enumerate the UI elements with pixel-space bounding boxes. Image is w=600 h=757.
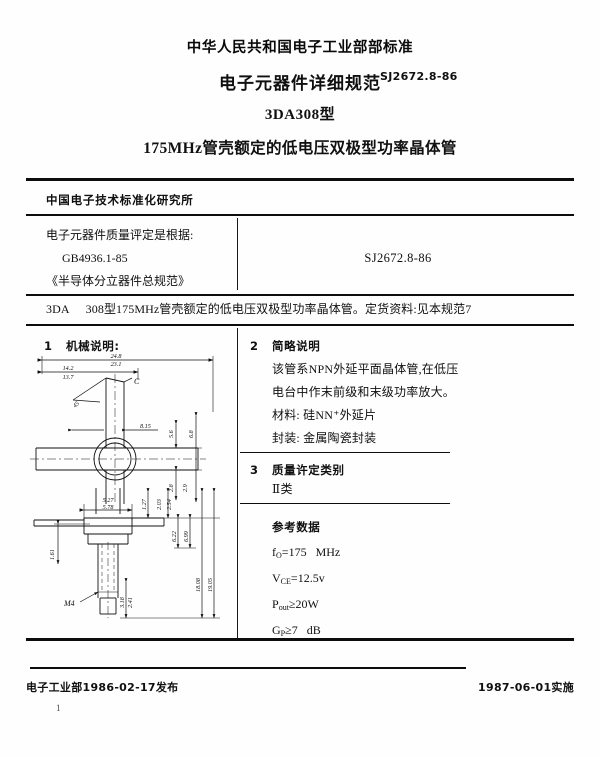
body-bottom-divider	[26, 638, 574, 641]
param-symbol: f	[272, 545, 276, 559]
section-2-line: 材料: 硅NN⁺外延片	[272, 408, 377, 422]
basis-line-3: 《半导体分立器件总规范》	[46, 274, 191, 288]
model-designation: 3DA308型	[264, 107, 336, 123]
body-column-divider	[237, 328, 238, 640]
dim-top-inner-2: 13.7	[63, 374, 75, 381]
param-relation: =	[290, 571, 298, 585]
page-number: 1	[56, 703, 61, 713]
spec-title: 电子元器件详细规范	[219, 74, 381, 93]
param-subscript: CE	[280, 577, 291, 586]
section-2-divider	[240, 452, 450, 453]
dim-bottom-1: 3.18	[119, 596, 126, 609]
dim-right-lower-2: 2.9	[182, 484, 189, 492]
dim-stud-mid-2: 2.54	[166, 499, 173, 510]
section-3-value: Ⅱ类	[272, 482, 293, 496]
section-2-body: 该管系NPN外延平面晶体管,在低压 电台中作末前级和末级功率放大。 材料: 硅N…	[272, 358, 562, 450]
document-header: 中华人民共和国电子工业部部标准 电子元器件详细规范 3DA308型 175MHz…	[0, 36, 600, 158]
dim-overall-height-1: 18.08	[195, 577, 202, 592]
description-divider	[26, 324, 574, 326]
basis-line-1: 电子元器件质量评定是根据:	[46, 228, 194, 242]
dim-top-width-2: 23.1	[111, 361, 122, 368]
standard-number: SJ2672.8-86	[380, 70, 458, 83]
param-unit: MHz	[315, 545, 341, 559]
dim-bottom-2: 2.41	[127, 597, 134, 608]
param-relation: =	[281, 545, 289, 559]
param-relation: ≥	[288, 597, 296, 611]
section-1-title: 机械说明:	[66, 339, 120, 353]
footer-divider	[30, 667, 466, 669]
param-value: 175	[288, 545, 307, 559]
section-3-heading: 3 质量许定类别	[250, 462, 345, 478]
dim-right-upper-1: 5.6	[168, 429, 175, 438]
reference-data-title: 参考数据	[272, 520, 321, 534]
section-3-number: 3	[250, 463, 259, 477]
section-2-heading: 2 简略说明	[250, 338, 320, 354]
section-1-heading: 1 机械说明:	[44, 338, 120, 354]
basis-standard-code: SJ2672.8-86	[364, 250, 432, 265]
institute-divider	[26, 214, 574, 216]
footer-effective-date: 1987-06-01实施	[478, 681, 574, 694]
drawing-dimension-labels: 24.8 23.1 14.2 13.7 45 C 8.15 5.6 6.8 2.…	[49, 353, 214, 609]
spec-subtitle: 175MHz管壳额定的低电压双极型功率晶体管	[143, 140, 457, 157]
reference-data-item: Pout≥20W	[272, 592, 340, 618]
section-3-title: 质量许定类别	[272, 463, 345, 477]
reference-data-item: GP≥7 dB	[272, 618, 340, 644]
dim-top-inner-1: 14.2	[63, 365, 74, 372]
label-thread-m4: M4	[63, 599, 75, 608]
dim-left: 1.61	[49, 549, 56, 560]
dim-flange-width-2: 5.78	[103, 504, 115, 511]
reference-data-item: fO=175 MHz	[272, 540, 340, 566]
basis-text-block: 电子元器件质量评定是根据: GB4936.1-85 《半导体分立器件总规范》	[46, 224, 231, 293]
param-value: 12.5v	[297, 571, 325, 585]
dim-overall-height-2: 19.05	[207, 578, 214, 592]
reference-data-item: VCE=12.5v	[272, 566, 340, 592]
mechanical-drawing: 24.8 23.1 14.2 13.7 45 C 8.15 5.6 6.8 2.…	[28, 352, 233, 630]
section-1-number: 1	[44, 339, 53, 353]
label-terminal-c: C	[134, 377, 140, 386]
param-value: 20W	[295, 597, 319, 611]
header-divider	[26, 178, 574, 181]
param-relation: ≥	[285, 623, 292, 637]
section-2-line: 电台中作末前级和末级功率放大。	[272, 385, 456, 399]
dim-stud-mid-1: 2.03	[156, 499, 163, 510]
institute-name: 中国电子技术标准化研究所	[46, 193, 194, 207]
dim-body-height-2: 6.99	[183, 531, 190, 542]
section-2-number: 2	[250, 339, 259, 353]
basis-bottom-divider	[26, 294, 574, 296]
footer-issue-date: 电子工业部1986-02-17发布	[26, 681, 179, 694]
param-subscript: P	[280, 629, 286, 638]
param-subscript: O	[276, 551, 282, 560]
basis-table-divider	[237, 218, 238, 290]
product-description: 3DA 308型175MHz管壳额定的低电压双极型功率晶体管。定货资料:见本规范7	[46, 300, 471, 317]
dim-flange-width-1: 5.27	[103, 497, 115, 504]
ministry-title: 中华人民共和国电子工业部部标准	[186, 40, 414, 56]
description-rest: 308型175MHz管壳额定的低电压双极型功率晶体管。定货资料:见本规范7	[85, 302, 472, 316]
dim-right-upper-2: 6.8	[188, 429, 195, 438]
dim-right-lower-1: 2.8	[168, 483, 175, 492]
param-unit: dB	[306, 623, 321, 637]
basis-line-2: GB4936.1-85	[62, 251, 128, 265]
section-3-divider	[240, 503, 450, 504]
param-symbol: P	[272, 597, 279, 611]
dim-lead-spacing: 8.15	[140, 423, 151, 430]
param-symbol: G	[272, 623, 281, 637]
dim-stud-small: 1.27	[141, 498, 148, 510]
param-value: 7	[291, 623, 298, 637]
section-2-line: 该管系NPN外延平面晶体管,在低压	[272, 362, 459, 376]
param-symbol: V	[272, 571, 281, 585]
dim-angle: 45	[72, 400, 81, 409]
description-prefix: 3DA	[46, 302, 70, 316]
dim-top-width-1: 24.8	[111, 353, 123, 360]
section-2-line: 封装: 金属陶瓷封装	[272, 431, 377, 445]
param-subscript: out	[278, 603, 289, 612]
section-2-title: 简略说明	[272, 339, 321, 353]
dim-body-height-1: 6.22	[171, 531, 178, 542]
